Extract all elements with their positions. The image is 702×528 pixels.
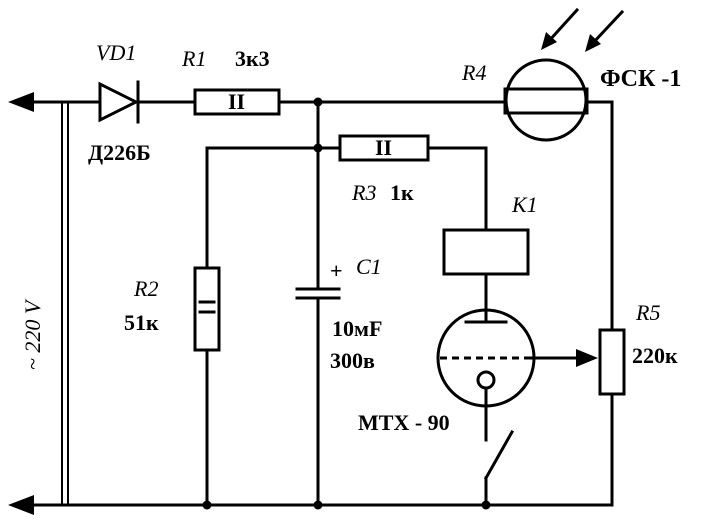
light-arrow-1 <box>545 7 580 45</box>
light-arrow-2 <box>589 9 625 47</box>
r5-value: 220к <box>632 343 678 368</box>
supply-voltage-label: ~ 220 V <box>20 298 45 370</box>
k1-ref: K1 <box>511 192 538 217</box>
r4-ref: R4 <box>461 60 486 85</box>
r4-part: ФСК -1 <box>600 66 681 92</box>
resistor-r1: II R1 3к3 <box>181 46 281 116</box>
r5-ref: R5 <box>635 300 660 325</box>
diode-vd1: VD1 Д226Б <box>88 40 197 165</box>
relay-contact <box>483 429 515 481</box>
diode-triangle <box>98 81 140 123</box>
photoresistor-r4: R4 ФСК -1 <box>461 7 681 142</box>
relay-k1: K1 <box>442 192 538 276</box>
resistor-r3: II R3 1к <box>338 134 430 205</box>
r3-value: 1к <box>390 180 414 205</box>
r1-mark: II <box>228 89 245 114</box>
capacitor-c1: + C1 10мF 300в <box>295 254 382 373</box>
r2-ref: R2 <box>133 276 158 301</box>
supply-terminals: ~ 220 V <box>8 92 212 515</box>
top-terminal-arrow <box>8 92 34 112</box>
c1-plus: + <box>330 258 343 283</box>
lamp-part: МТХ - 90 <box>358 410 450 435</box>
potentiometer-r5: R5 220к <box>598 300 678 507</box>
resistor-r2: R2 51к <box>124 266 221 352</box>
vd1-part: Д226Б <box>88 140 151 165</box>
r3-mark: II <box>375 135 392 160</box>
r1-value: 3к3 <box>235 46 270 71</box>
bottom-terminal-arrow <box>8 495 34 515</box>
r2-value: 51к <box>124 310 159 335</box>
c1-ref: C1 <box>356 254 382 279</box>
c1-value: 10мF <box>332 316 382 341</box>
c1-voltage: 300в <box>330 348 375 373</box>
r3-ref: R3 <box>351 180 376 205</box>
r1-ref: R1 <box>181 46 206 71</box>
thyratron-lamp: МТХ - 90 <box>358 308 598 435</box>
vd1-ref: VD1 <box>96 40 136 65</box>
wiper-arrow <box>576 349 598 367</box>
